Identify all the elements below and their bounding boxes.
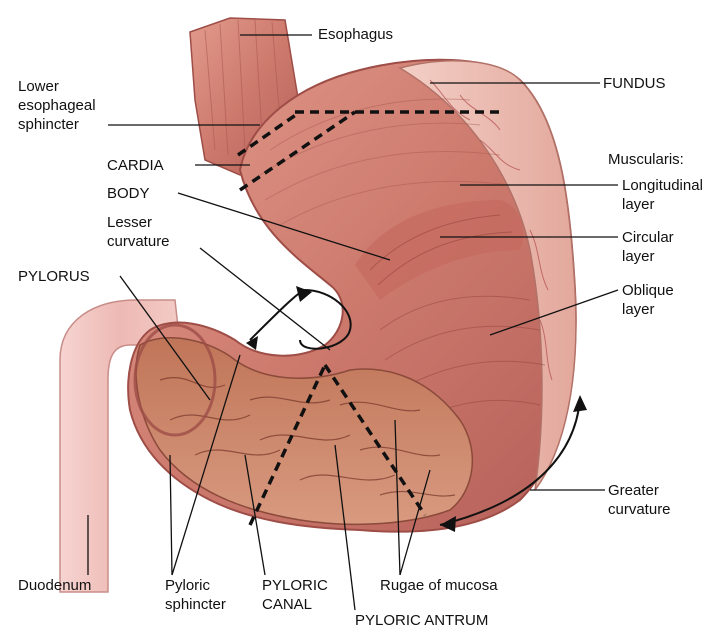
- duodenum-label: Duodenum: [18, 576, 91, 595]
- esophagus-label: Esophagus: [318, 25, 393, 44]
- pyloric-sphincter-label: Pyloric sphincter: [165, 576, 226, 614]
- lower-esophageal-sphincter-label: Lower esophageal sphincter: [18, 77, 96, 134]
- lesser-curvature-label: Lesser curvature: [107, 213, 170, 251]
- pyloric-antrum-label: PYLORIC ANTRUM: [355, 611, 488, 630]
- circular-layer-label: Circular layer: [622, 228, 674, 266]
- rugae-of-mucosa-label: Rugae of mucosa: [380, 576, 498, 595]
- oblique-layer-label: Oblique layer: [622, 281, 674, 319]
- greater-curvature-label: Greater curvature: [608, 481, 671, 519]
- longitudinal-layer-label: Longitudinal layer: [622, 176, 703, 214]
- lesser-arrow-head-1: [296, 286, 312, 302]
- muscularis-label: Muscularis:: [608, 150, 684, 169]
- greater-arrow-head-1: [573, 395, 587, 412]
- pyloric-canal-label: PYLORIC CANAL: [262, 576, 328, 614]
- fundus-label: FUNDUS: [603, 74, 666, 93]
- body-label: BODY: [107, 184, 150, 203]
- cardia-label: CARDIA: [107, 156, 164, 175]
- pylorus-label: PYLORUS: [18, 267, 90, 286]
